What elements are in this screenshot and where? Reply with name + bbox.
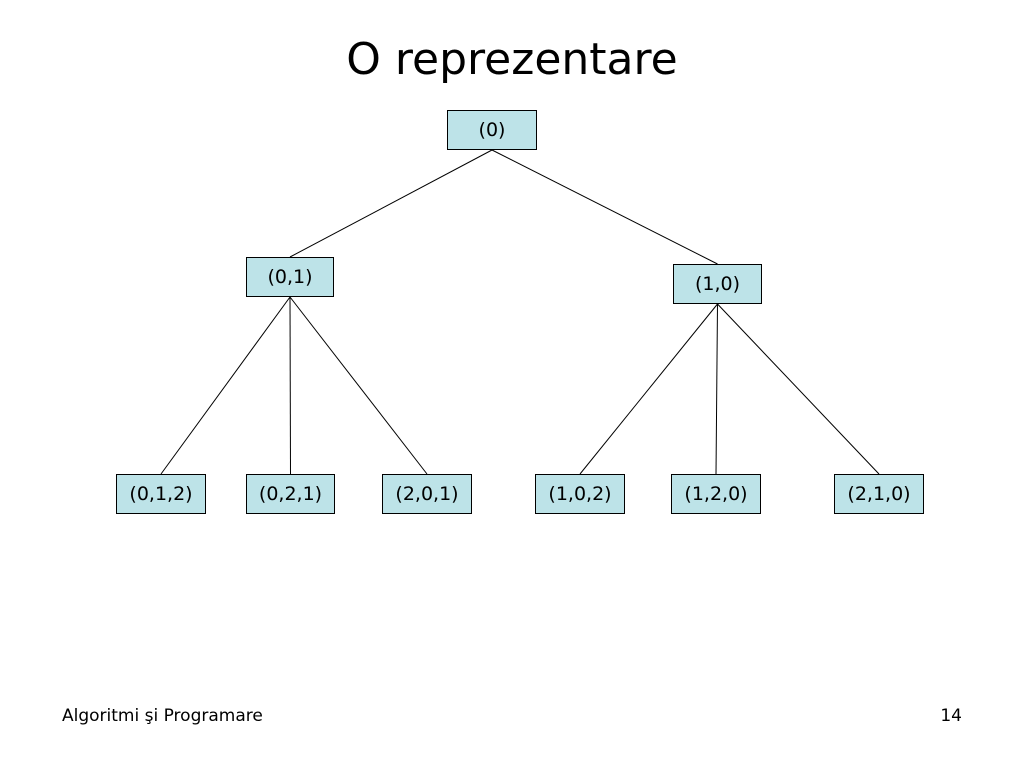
- tree-edge: [579, 303, 718, 475]
- tree-edge: [491, 149, 718, 265]
- tree-node-leaf: (2,0,1): [382, 474, 472, 514]
- tree-edge: [289, 149, 493, 258]
- tree-node-leaf: (1,2,0): [671, 474, 761, 514]
- tree-node-level1-right: (1,0): [673, 264, 762, 304]
- tree-node-root: (0): [447, 110, 537, 150]
- tree-edge: [160, 296, 291, 475]
- tree-node-leaf: (1,0,2): [535, 474, 625, 514]
- tree-edge: [715, 303, 718, 475]
- tree-edge: [289, 296, 291, 475]
- footer-page-number: 14: [940, 706, 962, 726]
- footer-course-title: Algoritmi şi Programare: [62, 706, 263, 726]
- tree-node-leaf: (0,2,1): [246, 474, 335, 514]
- tree-edge: [717, 303, 880, 475]
- tree-node-leaf: (2,1,0): [834, 474, 924, 514]
- tree-node-level1-left: (0,1): [246, 257, 334, 297]
- slide-title: O reprezentare: [346, 34, 678, 85]
- tree-node-leaf: (0,1,2): [116, 474, 206, 514]
- tree-edge: [289, 296, 428, 475]
